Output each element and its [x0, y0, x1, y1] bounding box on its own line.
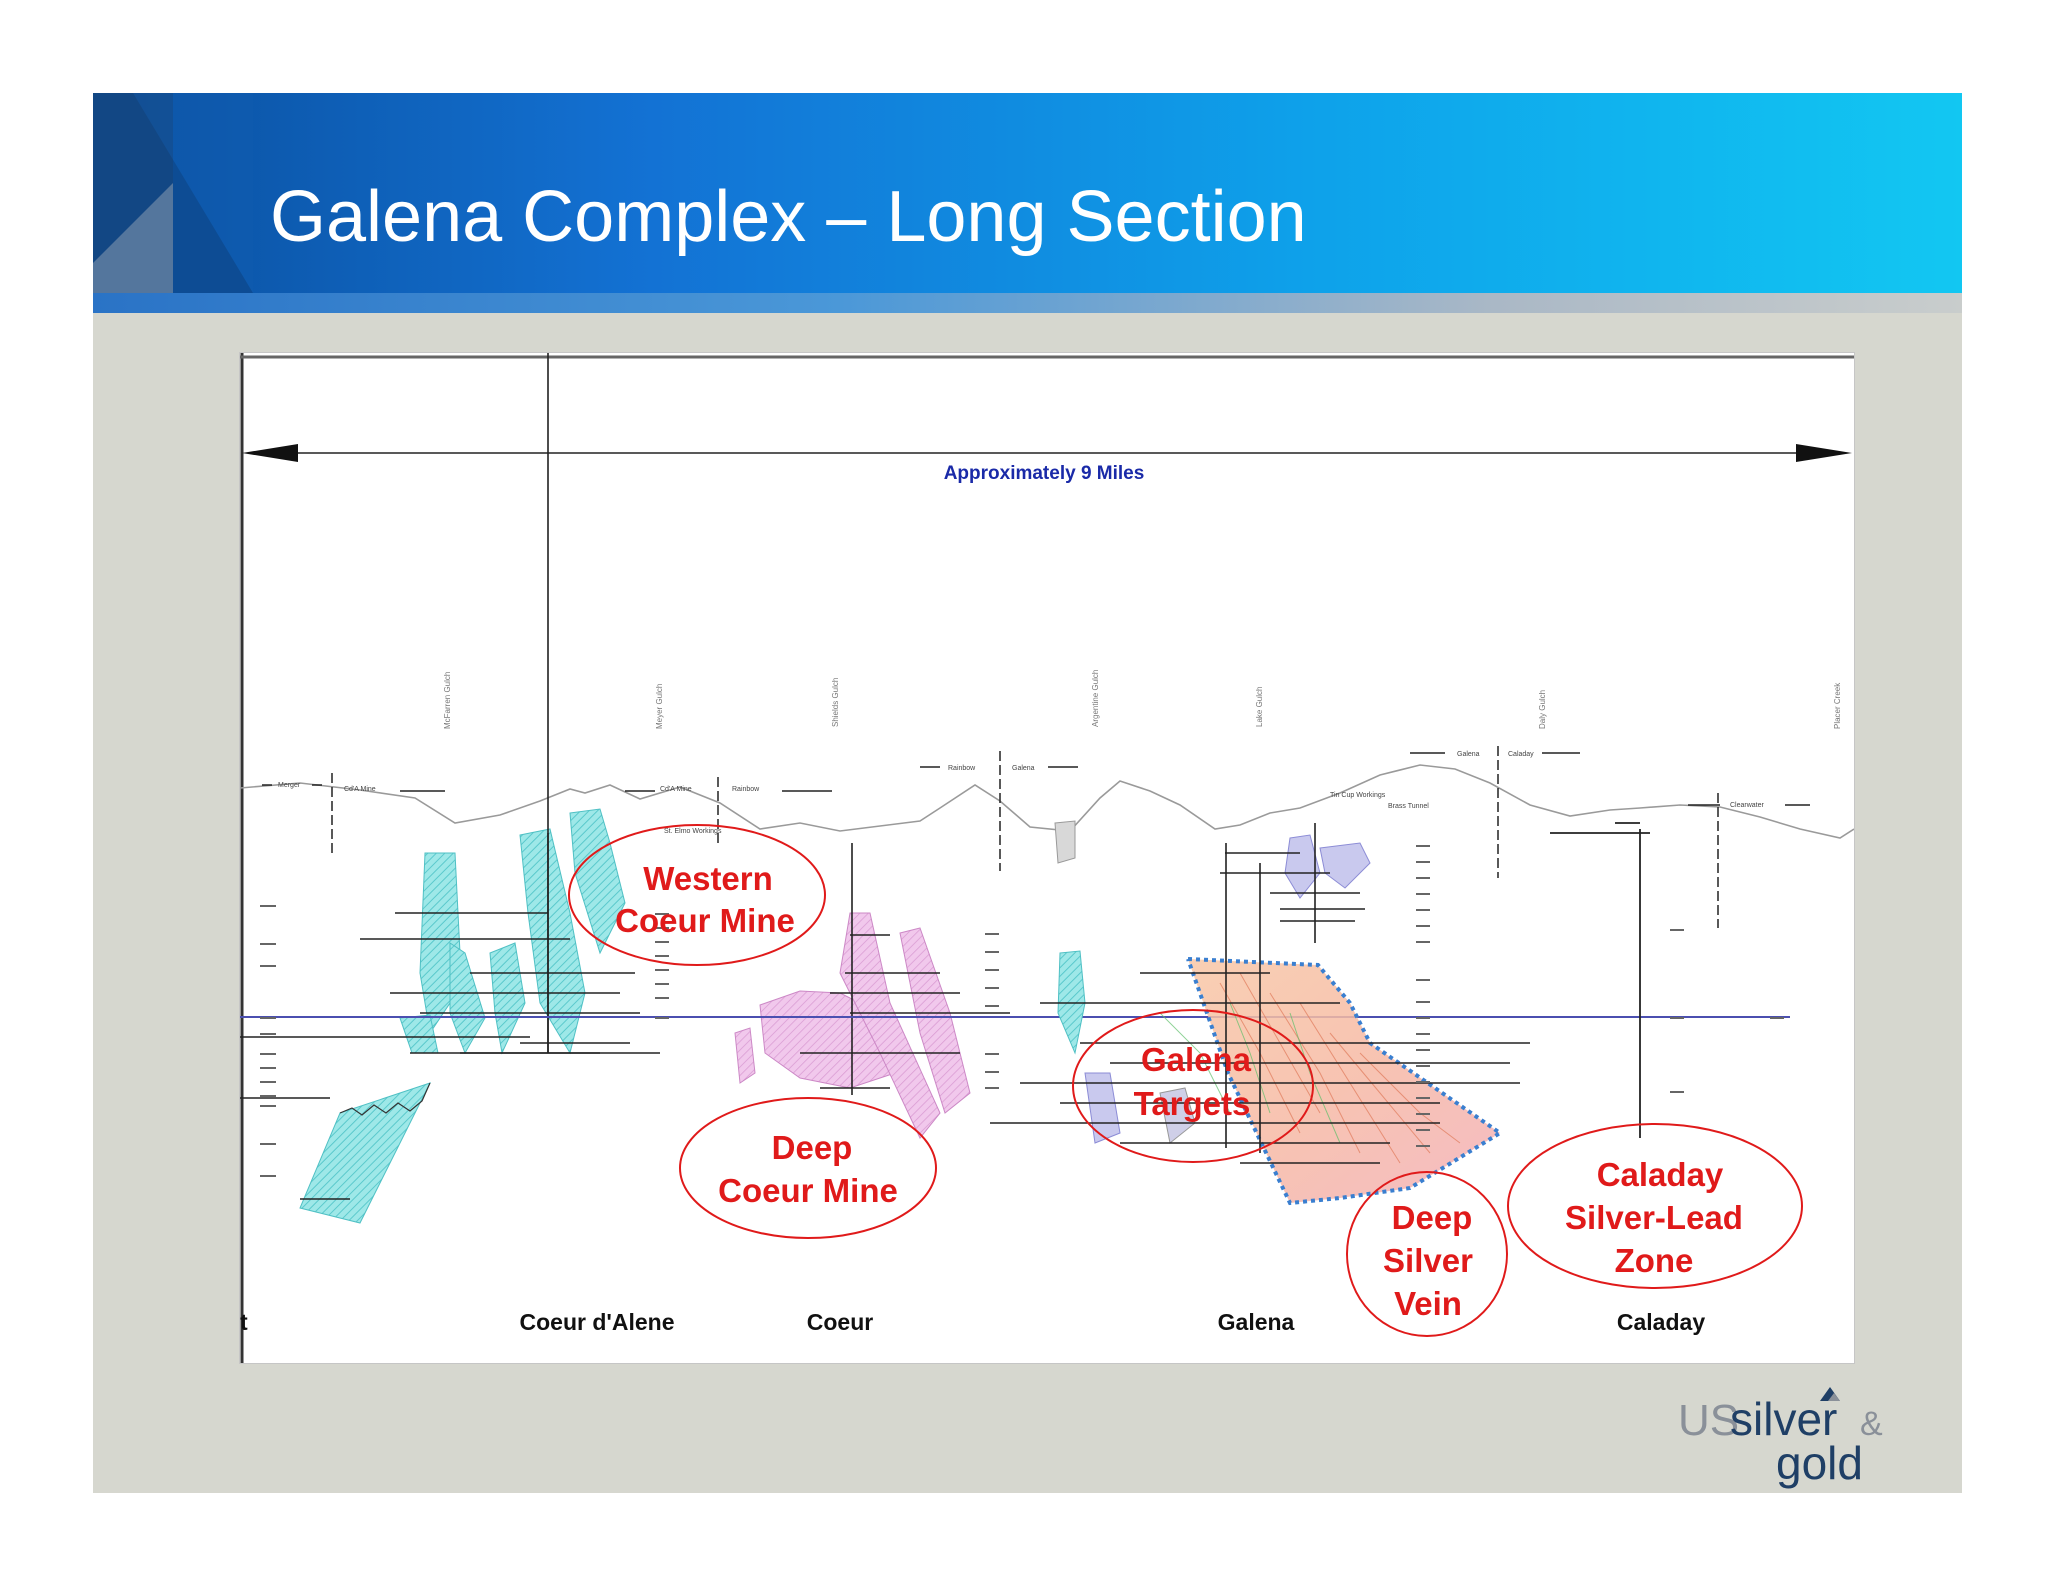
surface-label-galena-1: Galena	[1012, 765, 1035, 772]
surface-profile	[240, 764, 1854, 839]
long-section-diagram: Approximately 9 Miles McFarren Gulch Mey…	[240, 353, 1854, 1363]
cda-mine-workings	[299, 808, 626, 1224]
long-section-figure: Approximately 9 Miles McFarren Gulch Mey…	[240, 353, 1854, 1363]
logo-silver: silver	[1730, 1393, 1837, 1445]
galena-level-lines	[990, 823, 1530, 1164]
surface-label-st-elmo: St. Elmo Workings	[664, 828, 722, 835]
section-label-galena: Galena	[1218, 1309, 1295, 1335]
coeur-level-lines	[800, 843, 1010, 1095]
target-galena-line-2: Targets	[1134, 1085, 1251, 1122]
section-label-coeur-dalene: Coeur d'Alene	[520, 1309, 675, 1335]
slide-title: Galena Complex – Long Section	[270, 177, 1307, 257]
gulch-labels: McFarren Gulch Meyer Gulch Shields Gulch…	[443, 670, 1842, 729]
target-ellipses	[568, 824, 1803, 1337]
distance-arrow	[242, 444, 1852, 462]
coeur-orebodies	[734, 912, 971, 1139]
edge-fragment: t	[240, 1309, 248, 1335]
target-galena-line-1: Galena	[1141, 1041, 1252, 1078]
deep-silver-vein-zone	[1188, 959, 1500, 1203]
target-deep-silver-line-2: Silver	[1383, 1242, 1473, 1279]
section-label-coeur: Coeur	[807, 1309, 874, 1335]
header-decoration-icon	[93, 93, 253, 293]
slide: Galena Complex – Long Section	[93, 93, 1962, 1493]
company-logo: US silver & gold	[1678, 1387, 1883, 1489]
surface-label-clearwater: Clearwater	[1730, 802, 1765, 809]
header-bar: Galena Complex – Long Section	[93, 93, 1962, 293]
logo-mountain-peak-icon	[1828, 1393, 1840, 1401]
galena-targets-ellipse	[1072, 1009, 1314, 1163]
target-caladay-line-2: Silver-Lead	[1565, 1199, 1743, 1236]
gulch-label: Lake Gulch	[1255, 687, 1264, 727]
surface-label-brass-tunnel: Brass Tunnel	[1388, 803, 1429, 810]
gulch-label: McFarren Gulch	[443, 672, 452, 729]
target-labels: Western Coeur Mine Deep Coeur Mine Galen…	[615, 860, 1743, 1322]
surface-label-galena-2: Galena	[1457, 751, 1480, 758]
surface-labels: Merger Cd'A Mine Cd'A Mine Rainbow St. E…	[262, 746, 1810, 928]
logo-gold: gold	[1776, 1437, 1863, 1489]
gulch-label: Placer Creek	[1833, 682, 1842, 729]
galena-workings	[1054, 820, 1371, 1144]
target-deep-coeur-line-1: Deep	[772, 1129, 853, 1166]
surface-label-cda-mine-1: Cd'A Mine	[344, 786, 376, 793]
target-western-line-2: Coeur Mine	[615, 902, 795, 939]
caladay-shaft	[1550, 822, 1650, 1138]
deep-silver-vein-outline	[1186, 957, 1504, 1206]
caladay-ellipse	[1507, 1123, 1803, 1289]
section-labels: t Coeur d'Alene Coeur Galena Caladay	[240, 1309, 1705, 1335]
target-deep-silver-line-3: Vein	[1394, 1285, 1462, 1322]
target-caladay-line-1: Caladay	[1597, 1156, 1724, 1193]
surface-label-rainbow-2: Rainbow	[948, 765, 976, 772]
target-deep-coeur-line-2: Coeur Mine	[718, 1172, 898, 1209]
deep-silver-vein-ellipse	[1346, 1171, 1508, 1337]
deep-coeur-ellipse	[679, 1097, 937, 1239]
level-annotations	[260, 845, 1784, 1177]
surface-label-merger: Merger	[278, 782, 301, 789]
target-deep-silver-line-1: Deep	[1392, 1199, 1473, 1236]
logo-amp: &	[1860, 1405, 1883, 1443]
surface-label-cda-mine-2: Cd'A Mine	[660, 786, 692, 793]
header-divider	[93, 293, 1962, 313]
target-caladay-line-3: Zone	[1615, 1242, 1694, 1279]
diagram-frame	[240, 353, 1854, 1363]
distance-label: Approximately 9 Miles	[944, 463, 1145, 484]
gulch-label: Daly Gulch	[1538, 690, 1547, 729]
logo-us: US	[1678, 1396, 1739, 1445]
gulch-label: Meyer Gulch	[655, 684, 664, 729]
zone-green-veins	[1159, 1002, 1341, 1144]
surface-label-caladay: Caladay	[1508, 751, 1534, 758]
surface-label-tin-cup: Tin Cup Workings	[1330, 792, 1386, 799]
target-western-line-1: Western	[643, 860, 773, 897]
western-coeur-ellipse	[568, 824, 826, 966]
gulch-label: Argentine Gulch	[1091, 670, 1100, 727]
surface-label-rainbow-1: Rainbow	[732, 786, 760, 793]
section-label-caladay: Caladay	[1617, 1309, 1705, 1335]
gulch-label: Shields Gulch	[831, 678, 840, 727]
